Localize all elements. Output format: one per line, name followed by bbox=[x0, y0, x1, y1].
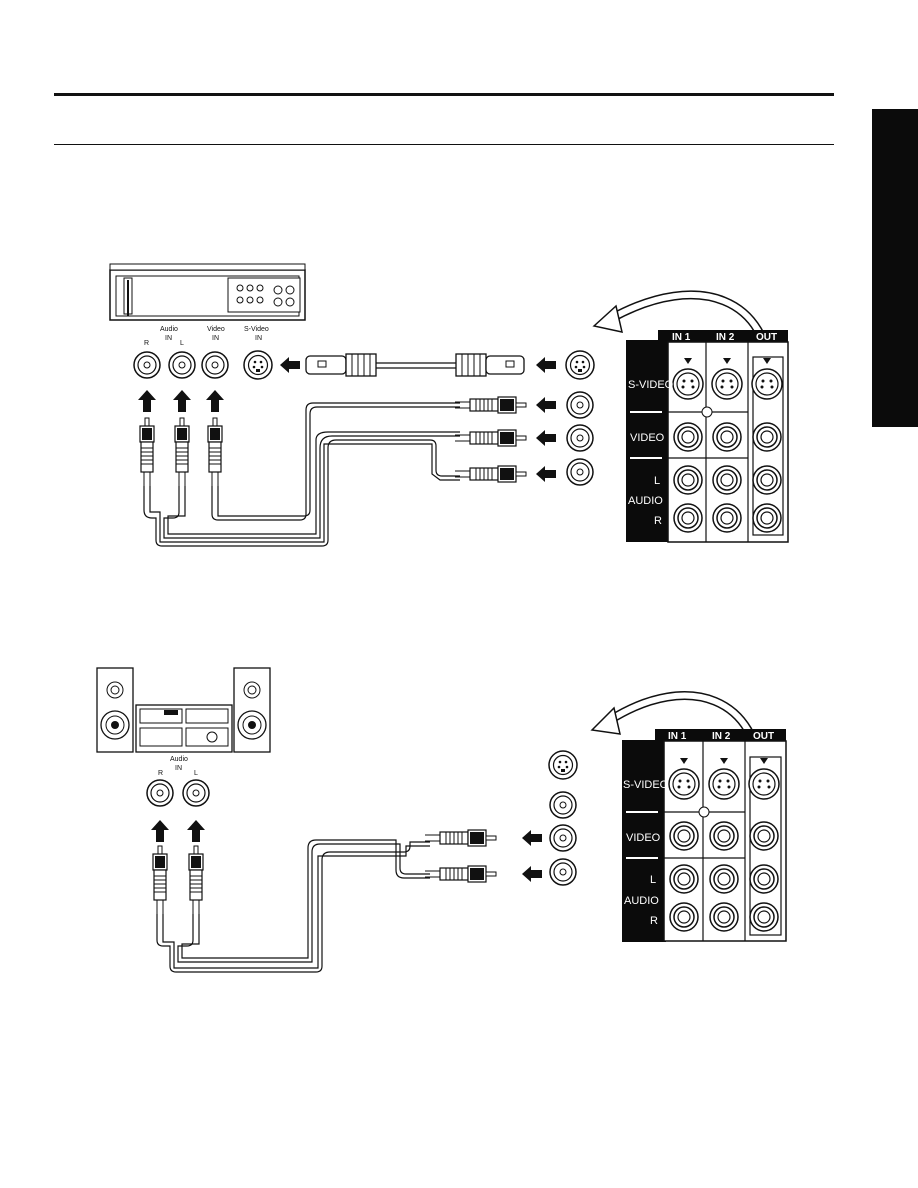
tv-video-out-jack-2 bbox=[549, 791, 577, 819]
audio-r-label-2: R bbox=[158, 770, 163, 777]
panel2-col-in1: IN 1 bbox=[668, 731, 687, 742]
audio-r-jack bbox=[133, 351, 161, 379]
rca-plug-icon bbox=[188, 845, 204, 915]
panel-col-in1: IN 1 bbox=[672, 332, 691, 343]
video-in-label-line2: IN bbox=[212, 335, 219, 342]
panel-col-out: OUT bbox=[756, 332, 777, 343]
tv-terminal-panel bbox=[626, 330, 789, 543]
arrow-left-icon bbox=[536, 466, 556, 482]
audio-in-label-line1-2: Audio bbox=[170, 756, 188, 763]
tv-audio-r-out-jack bbox=[566, 458, 594, 486]
header-rule-thick bbox=[54, 93, 834, 96]
arrow-left-icon bbox=[536, 397, 556, 413]
rca-plug-icon bbox=[454, 465, 527, 483]
tv-terminal-panel-2 bbox=[622, 729, 787, 942]
audio-cable-bundle bbox=[156, 839, 430, 973]
rca-plug-icon bbox=[454, 429, 527, 447]
arrow-up-icon bbox=[206, 390, 224, 412]
stereo-system-icon bbox=[96, 667, 271, 753]
panel-col-in2: IN 2 bbox=[716, 332, 735, 343]
panel2-row-svideo: S-VIDEO bbox=[623, 779, 669, 791]
audio-r-label: R bbox=[144, 340, 149, 347]
svideo-in-label-line1: S-Video bbox=[244, 326, 269, 333]
rca-plug-icon bbox=[424, 865, 497, 883]
arrow-up-icon bbox=[173, 390, 191, 412]
audio-in-label-line2: IN bbox=[165, 335, 172, 342]
svideo-cable bbox=[280, 353, 556, 377]
arrow-left-icon bbox=[280, 357, 300, 373]
svideo-jack bbox=[243, 350, 273, 380]
arrow-left-icon bbox=[522, 830, 542, 846]
audio-in-label-line1: Audio bbox=[160, 326, 178, 333]
tv-video-out-jack bbox=[566, 391, 594, 419]
video-jack bbox=[201, 351, 229, 379]
side-section-tab bbox=[872, 109, 918, 427]
panel-row-video: VIDEO bbox=[630, 432, 665, 444]
rca-plug-icon bbox=[139, 417, 155, 487]
arrow-up-icon bbox=[187, 820, 205, 842]
panel2-col-in2: IN 2 bbox=[712, 731, 731, 742]
av-cable-bundle bbox=[143, 402, 460, 547]
arrow-left-icon bbox=[536, 430, 556, 446]
audio-l-label: L bbox=[180, 340, 184, 347]
rca-plug-icon bbox=[152, 845, 168, 915]
header-rule-thin bbox=[54, 144, 834, 145]
panel-row-audio: AUDIO bbox=[628, 495, 663, 507]
tv-audio-l-out-jack bbox=[566, 424, 594, 452]
tv-audio-r-out-jack-2 bbox=[549, 858, 577, 886]
arrow-up-icon bbox=[138, 390, 156, 412]
tv-svideo-out-jack-2 bbox=[548, 750, 578, 780]
rca-plug-icon bbox=[454, 396, 527, 414]
panel-row-svideo: S-VIDEO bbox=[628, 379, 674, 391]
panel-row-l: L bbox=[654, 475, 660, 487]
audio-l-jack bbox=[168, 351, 196, 379]
vcr-icon bbox=[109, 263, 306, 321]
panel2-row-video: VIDEO bbox=[626, 832, 661, 844]
panel-row-r: R bbox=[654, 515, 662, 527]
video-in-label-line1: Video bbox=[207, 326, 225, 333]
panel2-row-r: R bbox=[650, 915, 658, 927]
tv-svideo-out-jack bbox=[565, 350, 595, 380]
panel2-row-l: L bbox=[650, 874, 656, 886]
tv-audio-l-out-jack-2 bbox=[549, 824, 577, 852]
arrow-left-icon bbox=[522, 866, 542, 882]
panel2-row-audio: AUDIO bbox=[624, 895, 659, 907]
rca-plug-icon bbox=[174, 417, 190, 487]
audio-l-jack-2 bbox=[182, 779, 210, 807]
svideo-in-label-line2: IN bbox=[255, 335, 262, 342]
arrow-left-icon bbox=[536, 357, 556, 373]
rca-plug-icon bbox=[424, 829, 497, 847]
panel2-col-out: OUT bbox=[753, 731, 774, 742]
rca-plug-icon bbox=[207, 417, 223, 487]
audio-in-label-line2-2: IN bbox=[175, 765, 182, 772]
arrow-up-icon bbox=[151, 820, 169, 842]
audio-r-jack-2 bbox=[146, 779, 174, 807]
audio-l-label-2: L bbox=[194, 770, 198, 777]
